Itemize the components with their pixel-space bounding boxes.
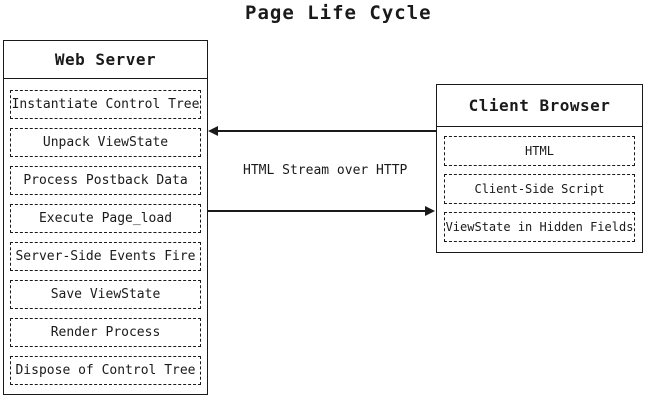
web-server-step: Instantiate Control Tree <box>10 90 201 119</box>
connection-label: HTML Stream over HTTP <box>243 163 408 178</box>
client-browser-items: HTML Client-Side Script ViewState in Hid… <box>437 127 642 252</box>
arrow-left-icon <box>208 126 218 136</box>
web-server-step: Save ViewState <box>10 280 201 309</box>
web-server-step: Process Postback Data <box>10 166 201 195</box>
web-server-step: Server-Side Events Fire <box>10 242 201 271</box>
web-server-step: Render Process <box>10 318 201 347</box>
web-server-steps: Instantiate Control Tree Unpack ViewStat… <box>4 79 207 394</box>
web-server-box: Web Server Instantiate Control Tree Unpa… <box>3 40 208 395</box>
diagram-title: Page Life Cycle <box>245 2 432 24</box>
arrow-to-client-browser-line <box>208 210 427 212</box>
web-server-step: Unpack ViewState <box>10 128 201 157</box>
client-browser-title: Client Browser <box>437 85 642 127</box>
client-browser-item: ViewState in Hidden Fields <box>444 212 635 242</box>
client-browser-item: Client-Side Script <box>444 174 635 204</box>
client-browser-item: HTML <box>444 136 635 166</box>
client-browser-box: Client Browser HTML Client-Side Script V… <box>436 84 643 253</box>
web-server-step: Dispose of Control Tree <box>10 356 201 385</box>
arrow-right-icon <box>425 206 435 216</box>
web-server-title: Web Server <box>4 41 207 79</box>
web-server-step: Execute Page_load <box>10 204 201 233</box>
arrow-to-web-server-line <box>215 130 436 132</box>
